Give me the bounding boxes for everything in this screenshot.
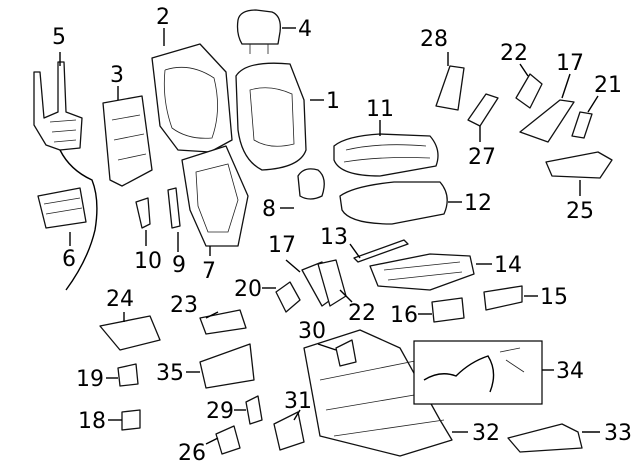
part-24-bracket: [99, 315, 161, 351]
part-7-back-frame: [181, 145, 249, 247]
callout-4: 4: [298, 17, 312, 42]
callout-1: 1: [326, 89, 340, 114]
part-15-trim: [483, 285, 523, 311]
callout-15: 15: [540, 285, 568, 310]
callout-14: 14: [494, 253, 522, 278]
callout-5: 5: [52, 25, 66, 50]
callout-34: 34: [556, 359, 584, 384]
part-6-module: [37, 187, 87, 229]
callout-28: 28: [420, 27, 448, 52]
part-25-trim: [545, 151, 613, 179]
callout-2: 2: [156, 5, 170, 30]
part-9-rod: [167, 187, 181, 229]
part-19-knob: [117, 363, 139, 387]
callout-33: 33: [604, 421, 632, 446]
part-14-seat-frame: [369, 253, 475, 291]
callout-22-left: 22: [348, 301, 376, 326]
callout-27: 27: [468, 145, 496, 170]
callout-3: 3: [110, 63, 124, 88]
callout-21: 21: [594, 73, 622, 98]
part-27-cover: [467, 93, 499, 127]
callout-10: 10: [134, 249, 162, 274]
callout-22-right: 22: [500, 41, 528, 66]
part-5-headrest-guide: [33, 61, 98, 291]
callout-16: 16: [390, 303, 418, 328]
part-1-seatback-cushion: [235, 62, 307, 171]
part-23-hinge: [199, 309, 247, 335]
callout-12: 12: [464, 191, 492, 216]
callout-6: 6: [62, 247, 76, 272]
part-21-clip: [571, 111, 593, 139]
part-12-seat-cushion-pad: [339, 181, 448, 225]
part-10-bracket: [135, 197, 151, 229]
callout-26: 26: [178, 441, 206, 466]
callout-19: 19: [76, 367, 104, 392]
part-33-trim: [507, 423, 583, 453]
part-17-bracket: [519, 99, 575, 143]
part-30-bracket: [335, 339, 357, 367]
part-13-rod: [353, 239, 409, 263]
callout-29: 29: [206, 399, 234, 424]
part-28-trim: [435, 65, 465, 111]
part-35-panel: [199, 343, 255, 389]
part-29-clip: [245, 395, 263, 425]
callout-23: 23: [170, 293, 198, 318]
callouts: 5 2 3 4 1 6 7 8 9 10 11 12 13 14 15 16 1…: [52, 5, 632, 466]
part-34-harness-box: [413, 340, 543, 405]
callout-17-left: 17: [268, 233, 296, 258]
callout-8: 8: [262, 197, 276, 222]
part-18-cap: [121, 409, 141, 431]
callout-35: 35: [156, 361, 184, 386]
part-4-headrest: [236, 9, 281, 54]
part-3-back-panel: [102, 95, 153, 187]
part-16-bracket: [431, 297, 465, 323]
callout-25: 25: [566, 199, 594, 224]
callout-9: 9: [172, 253, 186, 278]
callout-30: 30: [298, 319, 326, 344]
callout-31: 31: [284, 389, 312, 414]
callout-11: 11: [366, 97, 394, 122]
callout-17-right: 17: [556, 51, 584, 76]
callout-13: 13: [320, 225, 348, 250]
part-11-seat-cushion-cover: [333, 133, 439, 177]
part-22-bracket: [515, 73, 543, 109]
part-26-cover: [215, 425, 241, 455]
part-31-trim: [273, 411, 305, 451]
part-20-handle: [275, 281, 301, 313]
part-2-seatback-frame: [151, 43, 233, 153]
callout-20: 20: [234, 277, 262, 302]
callout-24: 24: [106, 287, 134, 312]
callout-32: 32: [472, 421, 500, 446]
leaders: [59, 27, 600, 445]
callout-7: 7: [202, 259, 216, 284]
callout-18: 18: [78, 409, 106, 434]
part-8-cable: [297, 168, 325, 200]
